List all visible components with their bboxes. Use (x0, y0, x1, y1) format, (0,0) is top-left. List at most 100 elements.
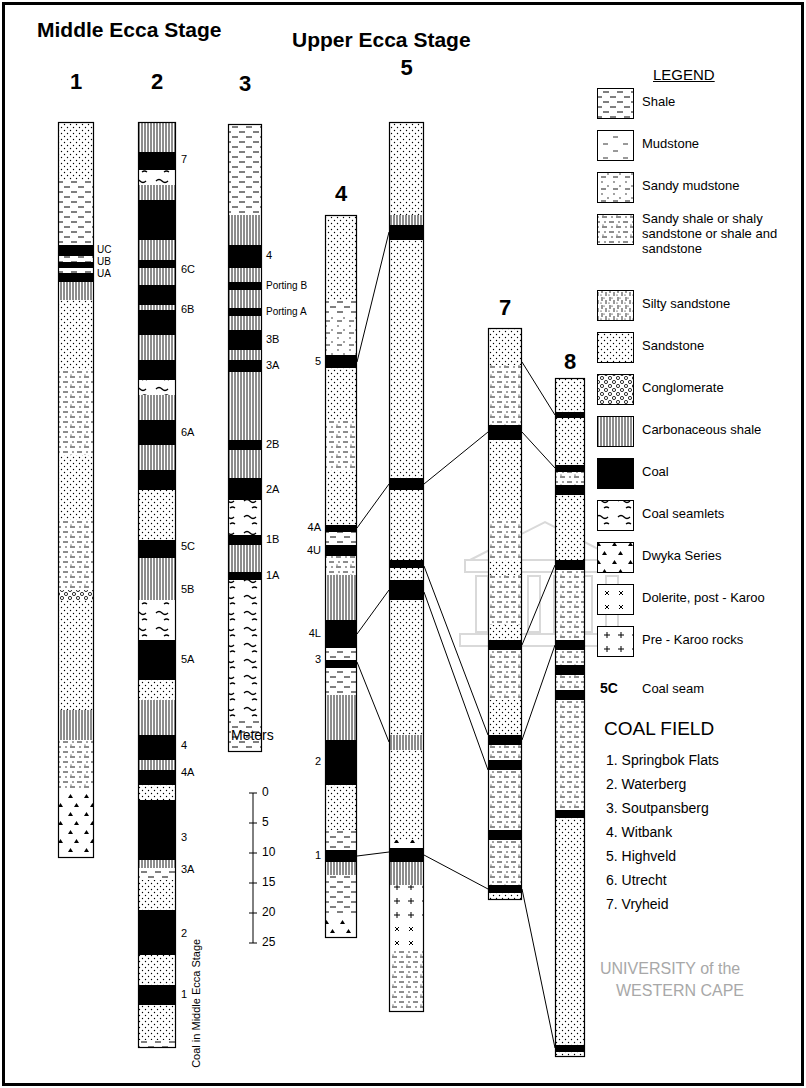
column-outline (59, 123, 94, 858)
seam-label: UB (97, 256, 111, 268)
legend-text: Silty sandstone (642, 297, 797, 312)
seam-label: UC (97, 244, 111, 256)
coal-field-title: COAL FIELD (604, 718, 714, 740)
correlation-line (357, 232, 389, 362)
rock-layer (389, 735, 424, 750)
rock-layer (228, 545, 262, 572)
scale-number: 25 (262, 936, 275, 950)
legend-swatch (598, 215, 634, 245)
seam-label: 3A (266, 359, 279, 372)
coal-layer (138, 640, 176, 680)
scale-tick (249, 943, 257, 944)
coal-layer (488, 830, 522, 840)
coal-field-item: 1. Springbok Flats (606, 752, 719, 768)
seam-label: 2B (266, 438, 279, 451)
rock-layer (138, 305, 176, 310)
rock-layer (228, 350, 262, 360)
legend-swatch (598, 131, 634, 161)
rock-layer (228, 215, 262, 245)
coal-layer (555, 412, 585, 418)
legend-swatch (598, 89, 634, 119)
correlation-line (522, 565, 555, 645)
coal-layer (58, 273, 94, 282)
legend-swatch (598, 543, 634, 573)
stratigraphic-column: 8 (555, 350, 585, 1057)
rock-layer (325, 556, 357, 575)
coal-layer (228, 245, 262, 268)
rock-layer (488, 440, 522, 520)
rock-layer (389, 840, 424, 848)
coal-layer (138, 260, 176, 268)
rock-layer (228, 124, 262, 215)
legend-swatch (598, 627, 634, 657)
rock-layer (325, 470, 357, 525)
coal-layer (488, 735, 522, 745)
coal-layer (325, 525, 357, 532)
rock-layer (389, 568, 424, 580)
correlation-line (522, 432, 555, 468)
rock-layer (58, 710, 94, 740)
column-outline (229, 125, 262, 752)
rock-layer (555, 700, 585, 810)
coal-layer (138, 200, 176, 240)
rock-layer (389, 862, 424, 885)
correlation-line (357, 662, 389, 742)
seam-label: 1B (266, 533, 279, 546)
rock-layer (325, 862, 357, 875)
coal-layer (138, 360, 176, 380)
rock-layer (138, 335, 176, 360)
legend-swatch (598, 585, 634, 615)
scale-number: 0 (262, 786, 269, 800)
rock-layer (138, 490, 176, 540)
rock-layer (228, 316, 262, 330)
rock-layer (58, 520, 94, 590)
rock-layer (138, 1005, 176, 1040)
correlation-line (424, 566, 488, 735)
legend-swatch (598, 173, 634, 203)
rock-layer (138, 700, 176, 735)
seam-label: 1A (266, 569, 279, 582)
rock-layer (138, 600, 176, 640)
scale-line (253, 793, 254, 943)
coal-layer (138, 285, 176, 305)
rock-layer (325, 368, 357, 420)
rock-layer (325, 785, 357, 830)
rock-layer (389, 750, 424, 840)
seam-label: 6C (181, 263, 195, 276)
rock-layer (555, 650, 585, 665)
coal-layer (555, 640, 585, 650)
correlation-line (357, 590, 389, 634)
coal-seam-sample: 5C (600, 680, 618, 696)
coal-layer (325, 355, 357, 368)
column-number: 3 (228, 72, 262, 96)
rock-layer (58, 740, 94, 790)
rock-layer (138, 680, 176, 700)
rock-layer (138, 880, 176, 910)
coal-layer (138, 985, 176, 1005)
coal-layer (325, 740, 357, 785)
rock-layer (58, 370, 94, 455)
coal-layer (138, 770, 176, 785)
rock-layer (488, 560, 522, 575)
correlation-line (522, 645, 555, 740)
seam-label: 5A (181, 653, 194, 666)
rock-layer (325, 420, 357, 470)
rock-layer (488, 770, 522, 830)
column-outline (139, 123, 176, 1048)
coal-layer (138, 152, 176, 170)
coal-layer (325, 545, 357, 556)
legend-swatch (598, 459, 634, 489)
scale-title: Meters (231, 727, 274, 743)
scale-tick (249, 853, 257, 854)
rock-layer (325, 315, 357, 355)
rock-layer (228, 500, 262, 535)
rock-layer (138, 240, 176, 260)
correlation-line (424, 432, 488, 484)
coal-layer (488, 760, 522, 770)
rock-layer (555, 675, 585, 690)
stratigraphic-column: 7 (488, 296, 522, 900)
rock-layer (325, 532, 357, 545)
rock-layer (138, 170, 176, 185)
stratigraphic-column: 5 (389, 56, 424, 1012)
vertical-note: Coal in Middle Ecca Stage (191, 938, 204, 1067)
